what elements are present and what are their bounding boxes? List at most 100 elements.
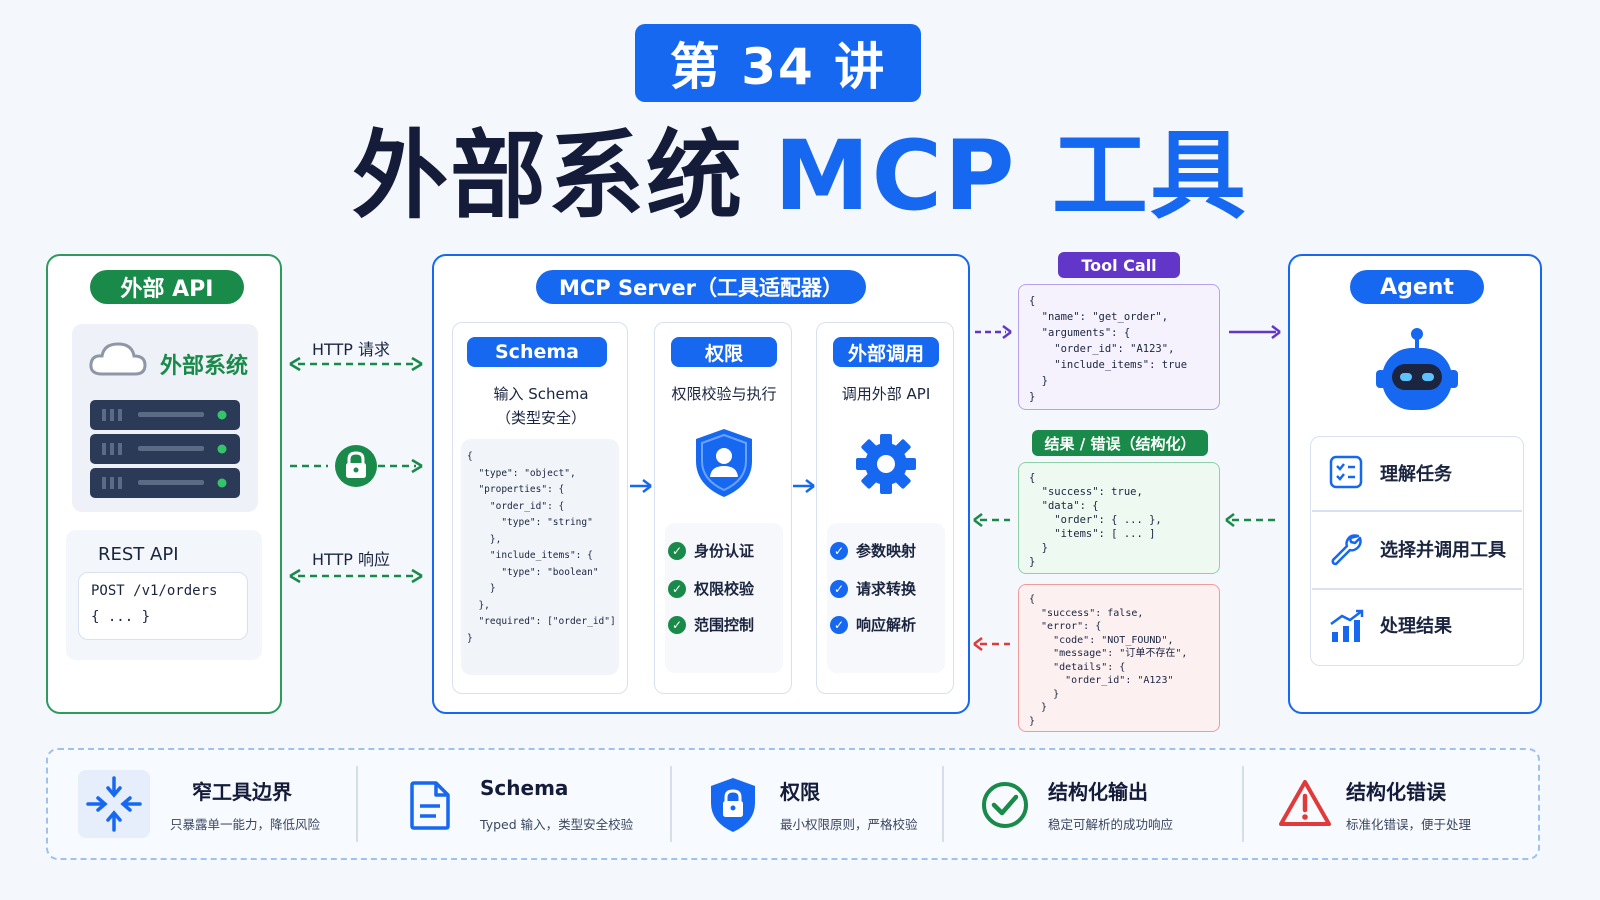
permission-item-label: 身份认证 [694, 542, 755, 560]
check-icon: ✓ [830, 615, 848, 634]
external-call-item-label: 响应解析 [856, 616, 917, 634]
feature-desc-1: Typed 输入，类型安全校验 [480, 817, 634, 832]
tool-call-box: { "name": "get_order", "arguments": { "o… [1018, 284, 1220, 410]
lecture-badge: 第 34 讲 [635, 24, 921, 102]
checklist-icon [1329, 455, 1363, 489]
agent-step-2: 处理结果 [1380, 616, 1452, 637]
permission-item-label: 权限校验 [694, 580, 755, 598]
page-title: 外部系统 MCP 工具 [0, 112, 1600, 232]
schema-code-box: { "type": "object", "properties": { "ord… [461, 439, 619, 675]
external-call-item-0: ✓ 参数映射 [830, 540, 916, 561]
agent-to-result-arrow [1225, 513, 1276, 527]
external-system-box: 外部系统 [72, 324, 258, 512]
rest-api-endpoint: POST /v1/orders { ... } [78, 572, 248, 640]
feature-desc-2: 最小权限原则，严格校验 [780, 817, 918, 832]
permission-item-0: ✓ 身份认证 [668, 540, 754, 561]
permission-item-1: ✓ 权限校验 [668, 578, 754, 599]
agent-step-divider-1 [1312, 510, 1522, 512]
rest-api-method-path: POST /v1/orders [91, 583, 218, 599]
check-icon: ✓ [830, 579, 848, 598]
http-response-arrow [289, 568, 423, 584]
warning-icon [1279, 780, 1331, 826]
external-call-card: 外部调用 调用外部 API [816, 322, 954, 694]
result-to-server-arrow [973, 513, 1010, 527]
external-api-pill: 外部 API [90, 270, 244, 304]
title-blue: MCP 工具 [774, 119, 1248, 232]
feature-divider [1242, 766, 1244, 842]
title-dark: 外部系统 [352, 119, 745, 232]
feature-title-2: 权限 [780, 780, 820, 804]
permission-pill: 权限 [671, 337, 777, 367]
rest-api-body: { ... } [91, 609, 151, 625]
http-request-arrow [289, 356, 423, 372]
external-call-desc: 调用外部 API [841, 385, 931, 403]
tool-call-code: { "name": "get_order", "arguments": { "o… [1029, 295, 1188, 403]
external-call-pill: 外部调用 [833, 337, 939, 367]
feature-divider [670, 766, 672, 842]
agent-pill: Agent [1350, 270, 1484, 304]
server-to-toolcall-arrow [975, 325, 1012, 339]
external-call-item-label: 参数映射 [856, 542, 917, 560]
rest-api-box: REST API POST /v1/orders { ... } [66, 530, 262, 660]
cloud-icon [89, 342, 147, 376]
feature-desc-0: 只暴露单一能力，降低风险 [170, 817, 321, 832]
feature-title-1: Schema [480, 776, 569, 800]
schema-pill: Schema [467, 337, 607, 367]
tool-call-pill: Tool Call [1058, 252, 1180, 278]
permission-item-label: 范围控制 [694, 616, 755, 634]
gear-icon [856, 434, 916, 494]
schema-card: Schema 输入 Schema （类型安全） { "type": "objec… [452, 322, 628, 694]
success-result-box: { "success": true, "data": { "order": { … [1018, 462, 1220, 574]
external-system-label: 外部系统 [160, 354, 249, 379]
external-api-panel: 外部 API 外部系统 REST API POST /v1/orders { .… [46, 254, 282, 714]
mcp-server-panel: MCP Server（工具适配器） Schema 输入 Schema （类型安全… [432, 254, 970, 714]
feature-desc-3: 稳定可解析的成功响应 [1048, 817, 1174, 832]
schema-to-permission-arrow [630, 479, 652, 493]
permission-item-2: ✓ 范围控制 [668, 614, 754, 635]
error-to-server-arrow [973, 637, 1010, 651]
check-icon: ✓ [668, 579, 686, 598]
rest-api-title: REST API [98, 544, 179, 565]
feature-divider [356, 766, 358, 842]
external-call-item-1: ✓ 请求转换 [830, 578, 916, 599]
check-icon: ✓ [830, 541, 848, 560]
check-icon: ✓ [668, 615, 686, 634]
external-call-item-label: 请求转换 [856, 580, 917, 598]
shield-lock-icon [711, 778, 755, 832]
secure-link-arrow [290, 458, 423, 474]
mcp-server-pill: MCP Server（工具适配器） [536, 270, 866, 304]
wrench-icon [1331, 534, 1362, 566]
lock-icon [335, 445, 377, 487]
agent-step-0: 理解任务 [1380, 464, 1452, 485]
feature-title-4: 结构化错误 [1346, 780, 1446, 804]
http-response-label: HTTP 响应 [312, 550, 391, 569]
schema-code: { "type": "object", "properties": { "ord… [467, 451, 616, 644]
server-icon [90, 400, 240, 498]
bar-chart-icon [1330, 609, 1364, 642]
permission-card: 权限 权限校验与执行 [654, 322, 792, 694]
http-request-label: HTTP 请求 [312, 340, 391, 359]
document-icon [410, 781, 450, 830]
toolcall-to-agent-arrow [1229, 325, 1281, 339]
check-icon: ✓ [668, 541, 686, 560]
feature-title-0: 窄工具边界 [192, 780, 292, 804]
permission-to-call-arrow [793, 479, 815, 493]
error-result-code: { "success": false, "error": { "code": "… [1029, 594, 1188, 727]
robot-icon [1376, 328, 1458, 410]
schema-desc-line1: 输入 Schema [493, 385, 589, 403]
schema-desc-line2: （类型安全） [495, 409, 586, 427]
shield-user-icon [696, 429, 752, 497]
result-pill: 结果 / 错误（结构化） [1032, 430, 1208, 456]
check-circle-icon [982, 782, 1028, 828]
success-result-code: { "success": true, "data": { "order": { … [1029, 472, 1162, 568]
external-call-item-2: ✓ 响应解析 [830, 614, 916, 635]
feature-desc-4: 标准化错误，便于处理 [1346, 817, 1472, 832]
agent-step-1: 选择并调用工具 [1380, 540, 1506, 561]
error-result-box: { "success": false, "error": { "code": "… [1018, 584, 1220, 732]
compress-arrows-icon [78, 770, 150, 838]
permission-desc: 权限校验与执行 [671, 385, 777, 403]
feature-divider [942, 766, 944, 842]
agent-step-divider-2 [1312, 588, 1522, 590]
feature-title-3: 结构化输出 [1048, 780, 1148, 804]
agent-panel: Agent 理解任务 选择并调用工具 处理结果 [1288, 254, 1542, 714]
